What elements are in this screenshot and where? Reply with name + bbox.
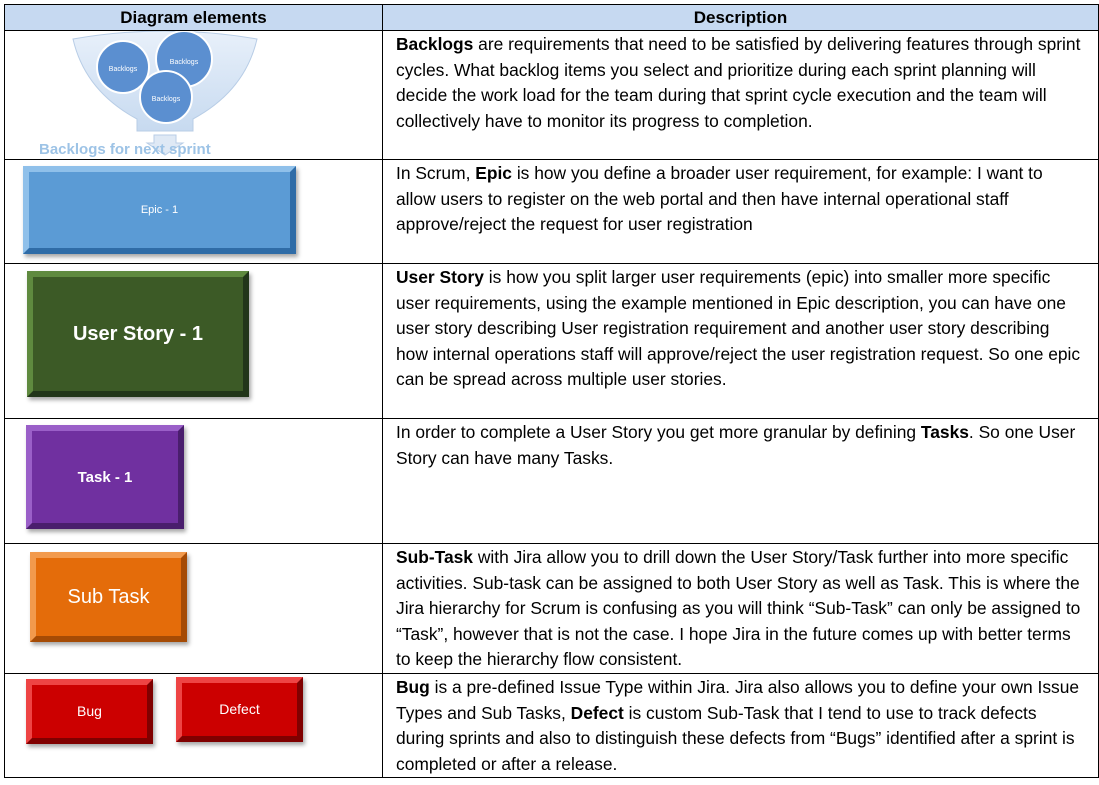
term-user-story: User Story [396, 267, 484, 287]
user-story-box: User Story - 1 [27, 271, 249, 397]
bug-defect-diagram: Bug Defect [4, 672, 383, 779]
epic-text: is how you define a broader user require… [396, 163, 1043, 235]
backlogs-text: are requirements that need to be satisfi… [396, 34, 1081, 131]
backlog-bubble-3 [139, 70, 193, 124]
bug-label: Bug [77, 703, 102, 720]
sub-task-diagram: Sub Task [4, 543, 383, 674]
sub-task-description: Sub-Task with Jira allow you to drill do… [382, 543, 1099, 674]
user-story-text: is how you split larger user requirement… [396, 267, 1081, 390]
term-defect: Defect [570, 702, 624, 723]
row-epic: Epic - 1 In Scrum, Epic is how you defin… [4, 159, 1099, 264]
row-sub-task: Sub Task Sub-Task with Jira allow you to… [4, 543, 1099, 674]
sub-task-box: Sub Task [30, 552, 187, 642]
bubble-label-1: Backlogs [109, 66, 138, 73]
user-story-diagram: User Story - 1 [4, 263, 383, 419]
bubble-label-3: Backlogs [152, 96, 181, 103]
defect-box: Defect [176, 676, 303, 742]
backlogs-description: Backlogs are requirements that need to b… [382, 30, 1099, 160]
defect-text: is custom Sub-Task that I tend to use to… [396, 702, 1075, 774]
user-story-label: User Story - 1 [72, 322, 204, 345]
bug-defect-description: Bug is a pre-defined Issue Type within J… [382, 672, 1099, 779]
task-diagram: Task - 1 [4, 418, 383, 544]
row-user-story: User Story - 1 User Story is how you spl… [4, 263, 1099, 419]
header-diagram-elements: Diagram elements [4, 4, 383, 31]
bug-box: Bug [26, 678, 153, 744]
epic-diagram: Epic - 1 [4, 159, 383, 264]
row-task: Task - 1 In order to complete a User Sto… [4, 418, 1099, 544]
defect-label: Defect [219, 701, 260, 718]
task-text: . So one User Story can have many Tasks. [396, 422, 1076, 468]
backlog-funnel-graphic: Backlogs Backlogs Backlogs [72, 31, 258, 156]
epic-pre-text: In Scrum, [396, 163, 476, 183]
scrum-elements-table: Diagram elements Description Backlogs Ba… [4, 4, 1099, 779]
sub-task-label: Sub Task [67, 585, 150, 608]
task-description: In order to complete a User Story you ge… [382, 418, 1099, 544]
sub-task-text: with Jira allow you to drill down the Us… [396, 547, 1081, 670]
row-backlogs: Backlogs Backlogs Backlogs Backlogs for … [4, 30, 1099, 160]
backlogs-diagram: Backlogs Backlogs Backlogs Backlogs for … [4, 30, 383, 160]
term-bug: Bug [396, 676, 430, 697]
backlog-bubble-1 [96, 40, 150, 94]
term-sub-task: Sub-Task [396, 547, 473, 567]
user-story-description: User Story is how you split larger user … [382, 263, 1099, 419]
epic-box: Epic - 1 [23, 166, 296, 254]
header-description: Description [382, 4, 1099, 31]
term-epic: Epic [475, 163, 512, 183]
task-box: Task - 1 [26, 425, 184, 529]
term-backlogs: Backlogs [396, 34, 474, 54]
task-label: Task - 1 [77, 468, 133, 486]
epic-label: Epic - 1 [140, 204, 179, 216]
epic-description: In Scrum, Epic is how you define a broad… [382, 159, 1099, 264]
term-tasks: Tasks [920, 422, 969, 442]
down-arrow-icon [145, 134, 185, 156]
backlogs-caption: Backlogs for next sprint [39, 141, 211, 158]
header-row: Diagram elements Description [4, 4, 1099, 31]
bug-text: is a pre-defined Issue Type within Jira.… [396, 676, 1080, 723]
row-bug-defect: Bug Defect Bug is a pre-defined Issue Ty… [4, 672, 1099, 779]
bubble-label-2: Backlogs [170, 59, 199, 66]
task-pre-text: In order to complete a User Story you ge… [396, 422, 921, 442]
